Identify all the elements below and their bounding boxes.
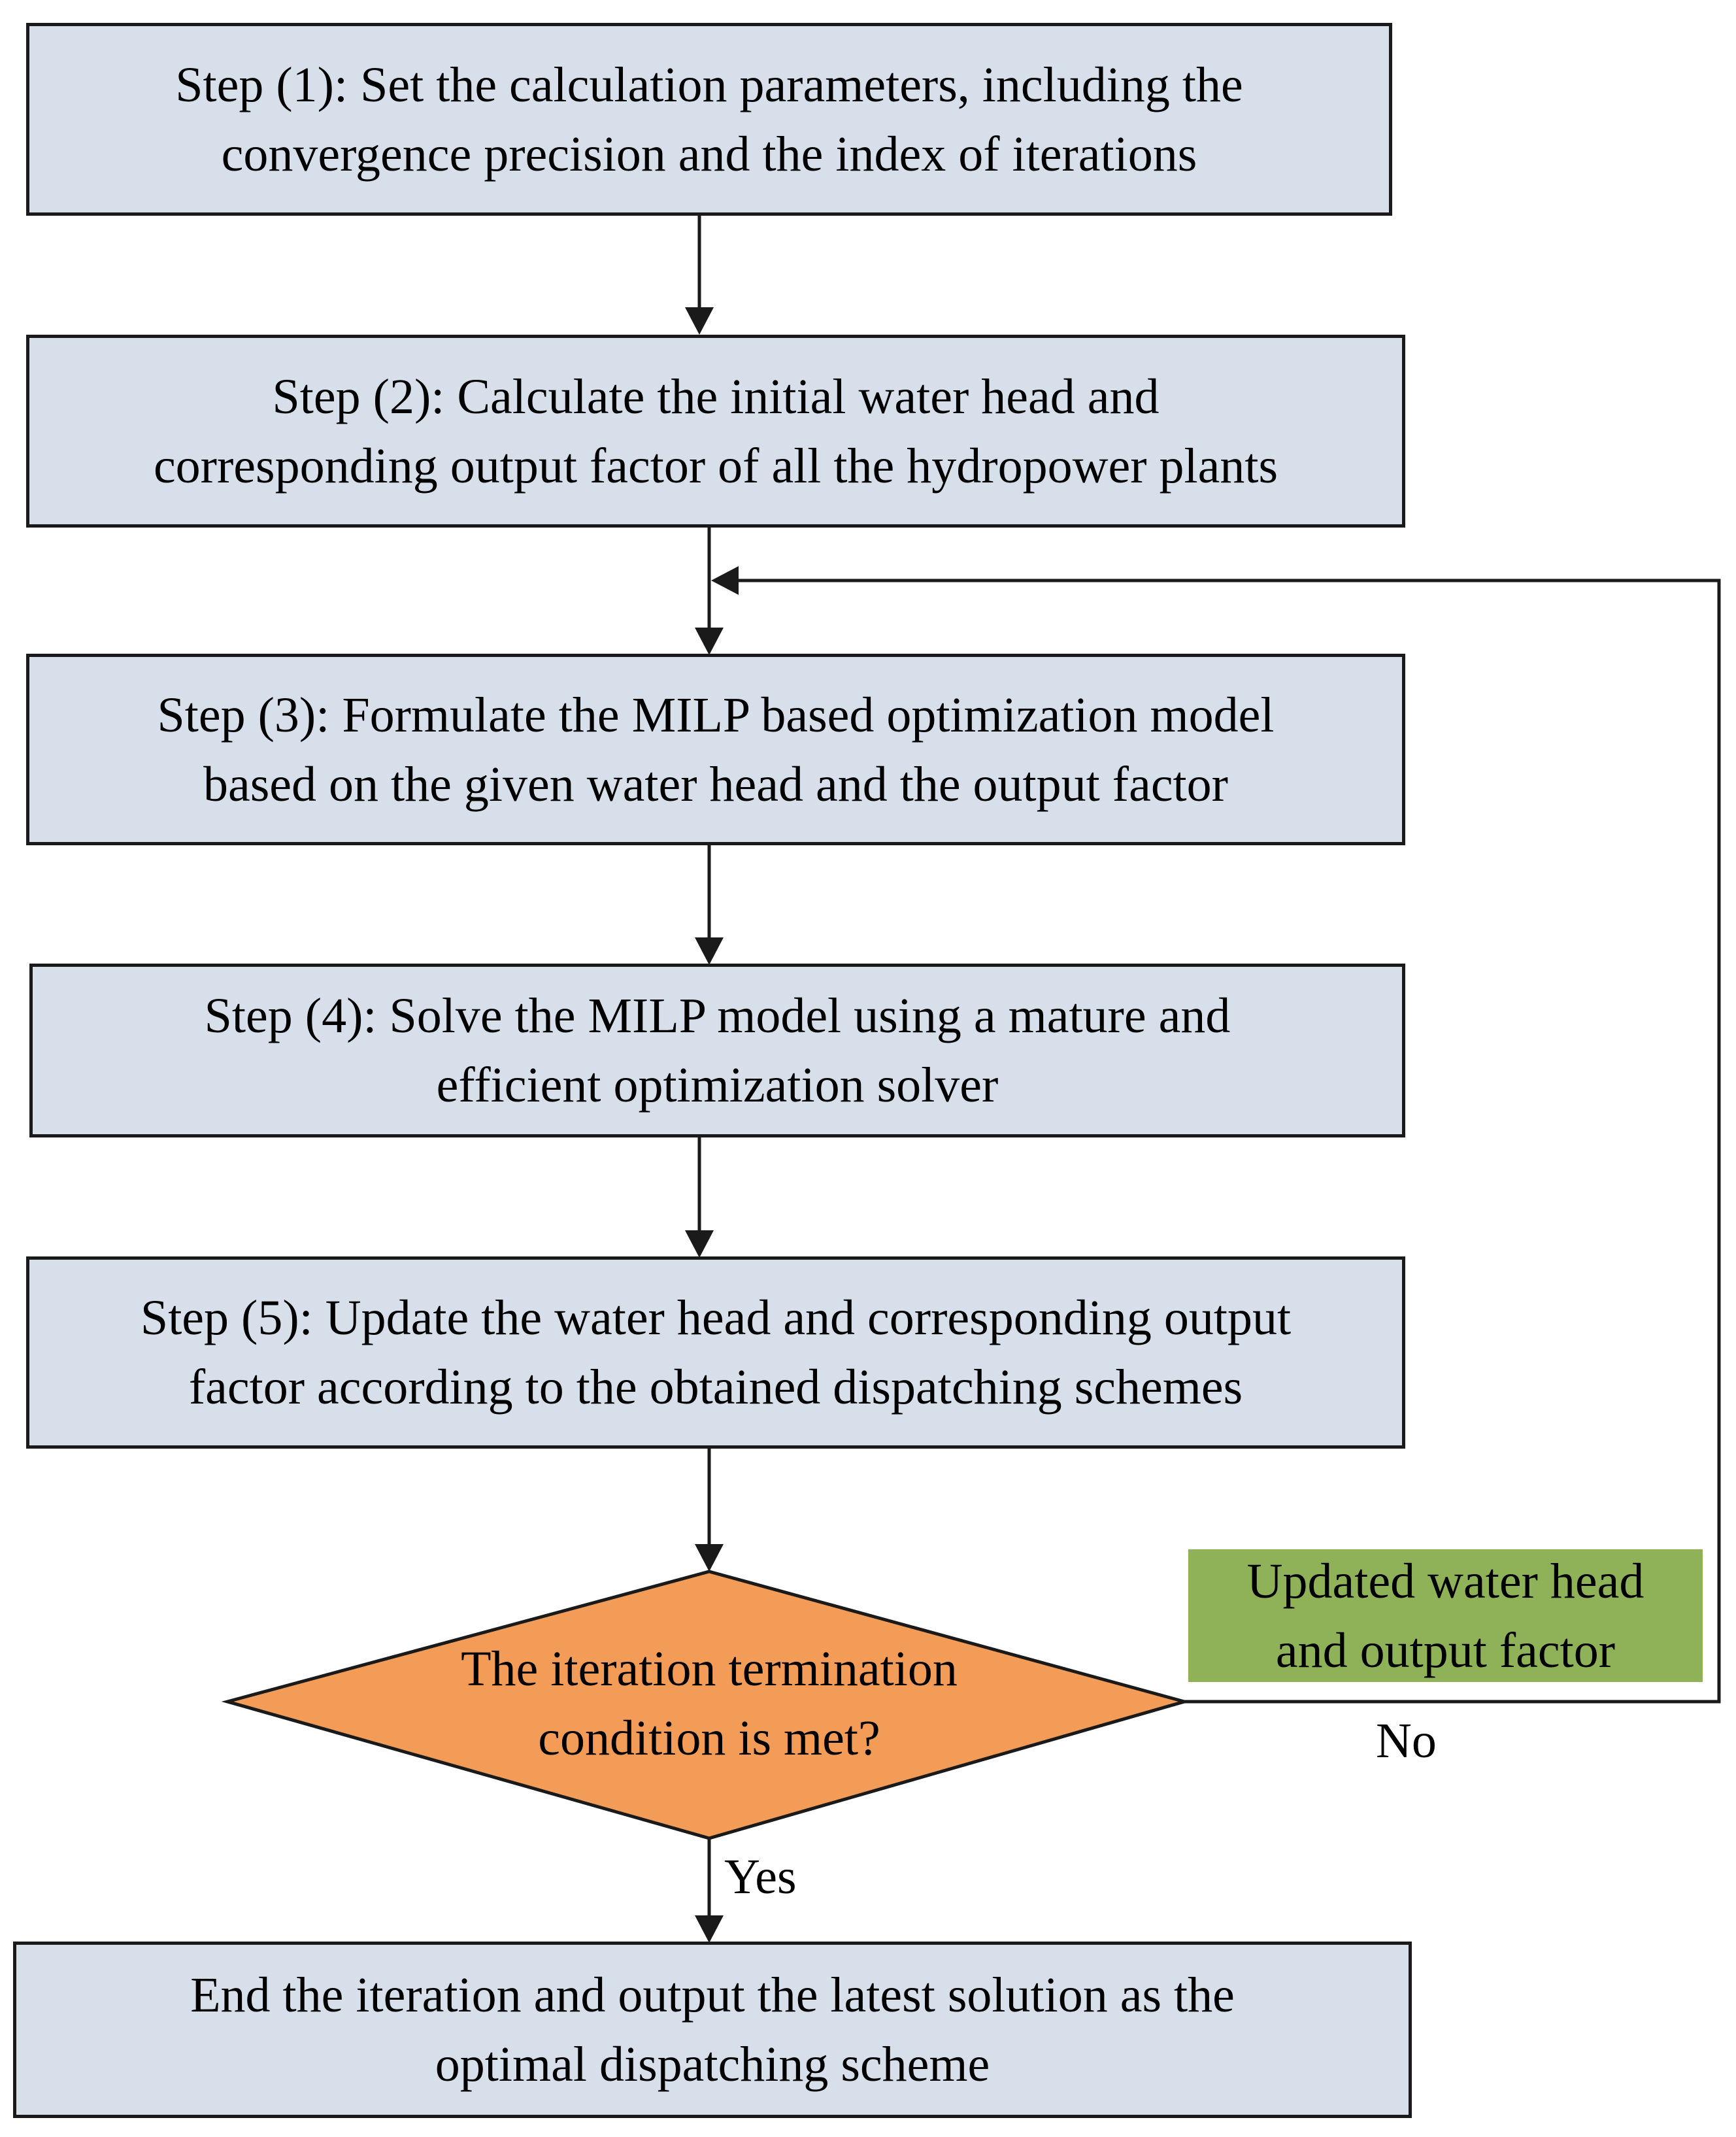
step-1-line-2: convergence precision and the index of i… [221, 126, 1197, 182]
end-line-2: optimal dispatching scheme [435, 2037, 990, 2092]
decision-diamond [221, 1570, 1191, 1840]
arrowhead [695, 1915, 724, 1943]
decision-text: The iteration termination condition is m… [366, 1634, 1052, 1773]
step-2-line-2: corresponding output factor of all the h… [153, 438, 1278, 494]
feedback-loop-line [735, 579, 1721, 1704]
feedback-note: Updated water head and output factor [1188, 1549, 1703, 1682]
arrowhead [711, 566, 739, 595]
step-5-line-1: Step (5): Update the water head and corr… [140, 1290, 1292, 1345]
end-line-1: End the iteration and output the latest … [190, 1968, 1235, 2023]
decision-line-1: The iteration termination [461, 1641, 958, 1696]
step-5-line-2: factor according to the obtained dispatc… [188, 1360, 1243, 1415]
step-2-line-1: Step (2): Calculate the initial water he… [272, 369, 1160, 424]
decision-line-2: condition is met? [538, 1711, 880, 1766]
feedback-note-line-1: Updated water head [1246, 1553, 1644, 1609]
step-5-box: Step (5): Update the water head and corr… [26, 1256, 1405, 1449]
step-3-line-1: Step (3): Formulate the MILP based optim… [157, 687, 1275, 743]
arrowhead [695, 628, 724, 655]
step-3-line-2: based on the given water head and the ou… [203, 756, 1228, 812]
yes-label: Yes [724, 1849, 797, 1904]
step-4-line-2: efficient optimization solver [436, 1058, 999, 1113]
feedback-note-line-2: and output factor [1275, 1623, 1616, 1678]
end-box: End the iteration and output the latest … [13, 1942, 1412, 2118]
step-1-box: Step (1): Set the calculation parameters… [26, 23, 1392, 216]
arrowhead [685, 307, 714, 335]
step-4-line-1: Step (4): Solve the MILP model using a m… [204, 988, 1231, 1043]
step-3-box: Step (3): Formulate the MILP based optim… [26, 654, 1405, 845]
step-4-box: Step (4): Solve the MILP model using a m… [29, 964, 1405, 1137]
step-2-box: Step (2): Calculate the initial water he… [26, 335, 1405, 528]
arrowhead [695, 1544, 724, 1572]
step-1-line-1: Step (1): Set the calculation parameters… [175, 57, 1243, 112]
arrowhead [685, 1230, 714, 1258]
arrowhead [695, 937, 724, 965]
no-label: No [1376, 1713, 1437, 1768]
